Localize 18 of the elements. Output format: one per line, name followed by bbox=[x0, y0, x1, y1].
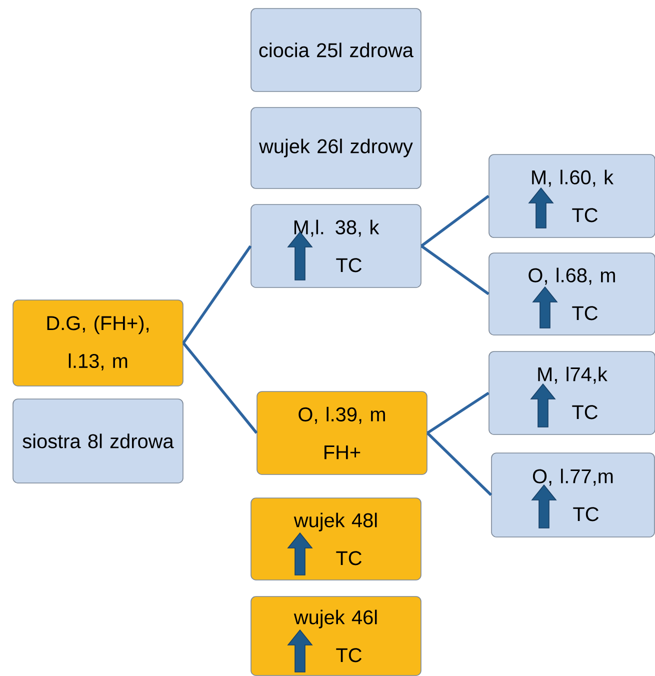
person-box: O, l.39, m FH+ bbox=[256, 391, 428, 475]
connector-line bbox=[420, 244, 490, 296]
person-box: M,l. 38, k TC bbox=[250, 204, 422, 288]
person-box: M, l.60, k TC bbox=[488, 154, 655, 238]
connector-line bbox=[426, 392, 490, 434]
person-box: O, l.68, m TC bbox=[488, 252, 655, 336]
person-box: D.G, (FH+), l.13, m bbox=[12, 300, 184, 386]
connector-line bbox=[420, 194, 490, 248]
person-box: wujek 48l TC bbox=[250, 498, 422, 580]
person-box: O, l.77,m TC bbox=[491, 452, 655, 538]
person-box: wujek 46l TC bbox=[250, 596, 422, 676]
connector-line bbox=[182, 342, 258, 434]
connector-line bbox=[426, 432, 492, 496]
person-box: ciocia 25l zdrowa bbox=[250, 8, 422, 92]
person-box: siostra 8l zdrowa bbox=[12, 398, 184, 484]
connector-line bbox=[182, 245, 252, 344]
person-box: M, l74,k TC bbox=[488, 351, 655, 435]
person-box: wujek 26l zdrowy bbox=[250, 107, 422, 189]
